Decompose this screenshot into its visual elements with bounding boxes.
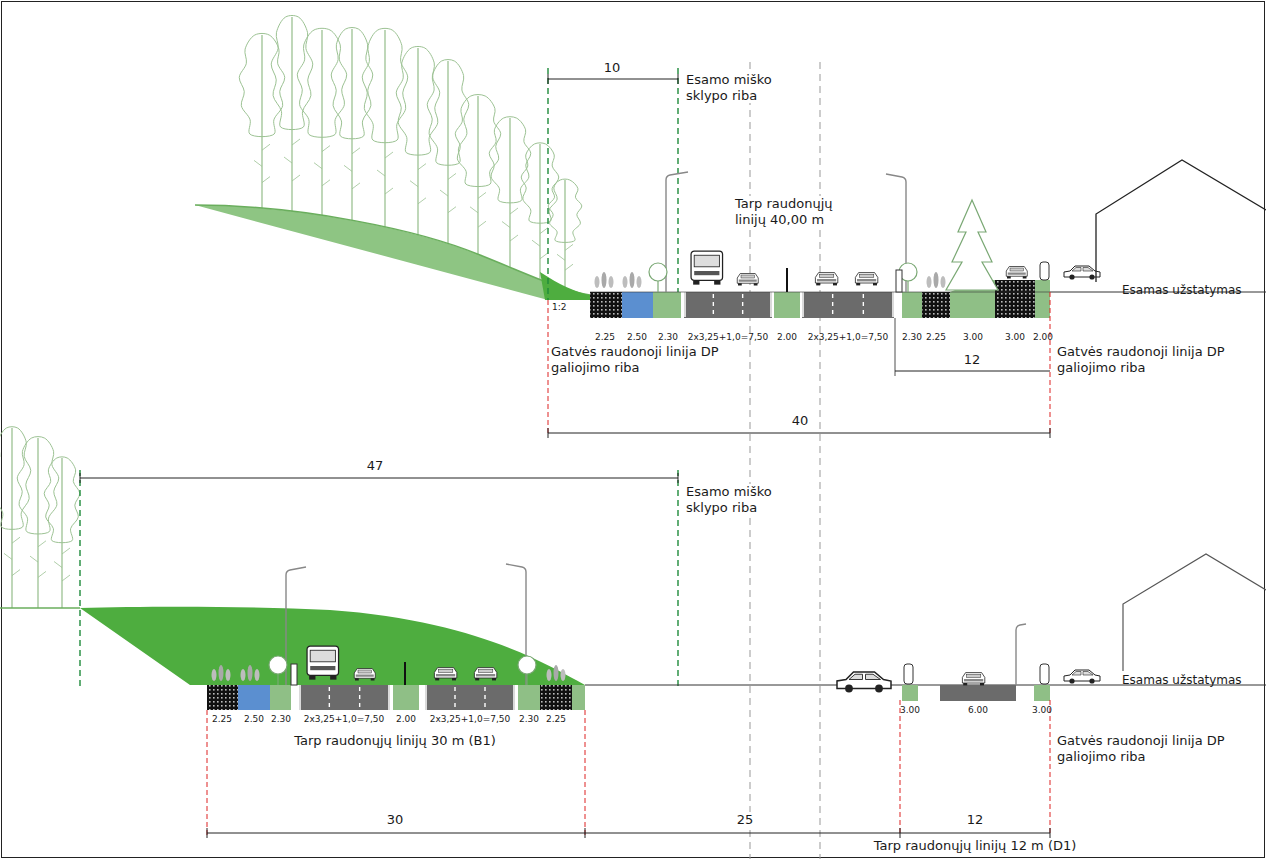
red-line-note: Gatvės raudonoji linija DP galiojimo rib… xyxy=(551,344,736,375)
dimension-value: 12 xyxy=(967,812,984,828)
dimension-value: 2.30 xyxy=(658,332,678,343)
dimension-value: 2x3,25+1,0=7,50 xyxy=(688,332,769,343)
dimension-value: 2.25 xyxy=(595,332,615,343)
dimension-value: 3.00 xyxy=(900,705,920,716)
dimension-value: 12 xyxy=(964,352,981,368)
dimension-value: 2.25 xyxy=(926,332,946,343)
existing-buildings-note: Esamas užstatymas xyxy=(1122,673,1242,687)
dimension-value: 47 xyxy=(367,458,384,474)
dimension-value: 3.00 xyxy=(1005,332,1025,343)
dimension-value: 2.00 xyxy=(777,332,797,343)
dimension-value: 25 xyxy=(735,812,756,828)
dimension-value: 3.00 xyxy=(963,332,983,343)
dimension-value: 40 xyxy=(790,413,811,429)
dimension-value: 30 xyxy=(387,812,404,828)
dimension-value: 2.50 xyxy=(627,332,647,343)
dimension-value: 2.00 xyxy=(396,714,416,725)
dimension-value: 2x3,25+1,0=7,50 xyxy=(808,332,889,343)
dimension-value: 2.30 xyxy=(271,714,291,725)
red-line-note: Gatvės raudonoji linija DP galiojimo rib… xyxy=(1057,344,1242,375)
dimension-value: 10 xyxy=(604,60,621,76)
street-width-note: Tarp raudonųjų linijų 30 m (B1) xyxy=(294,733,496,749)
boundary-note: Esamo miško sklypo riba xyxy=(684,484,798,515)
street-width-note: Tarp raudonųjų linijų 40,00 m xyxy=(733,196,859,227)
dimension-value: 2.30 xyxy=(902,332,922,343)
dimension-value: 2.50 xyxy=(244,714,264,725)
dimension-value: 2.25 xyxy=(212,714,232,725)
dimension-value: 6.00 xyxy=(968,705,988,716)
dimension-value: 2.00 xyxy=(1033,332,1053,343)
dimension-value: 2x3,25+1,0=7,50 xyxy=(430,714,511,725)
dimension-value: 2.25 xyxy=(546,714,566,725)
street-width-note: Tarp raudonųjų linijų 12 m (D1) xyxy=(874,838,1077,854)
dimension-value: 3.00 xyxy=(1032,705,1052,716)
dimension-value: 2.30 xyxy=(519,714,539,725)
boundary-note: Esamo miško sklypo riba xyxy=(684,72,798,103)
existing-buildings-note: Esamas užstatymas xyxy=(1122,283,1242,297)
slope-ratio: 1:2 xyxy=(552,302,566,313)
red-line-note: Gatvės raudonoji linija DP galiojimo rib… xyxy=(1057,733,1242,764)
dimension-value: 2x3,25+1,0=7,50 xyxy=(304,714,385,725)
